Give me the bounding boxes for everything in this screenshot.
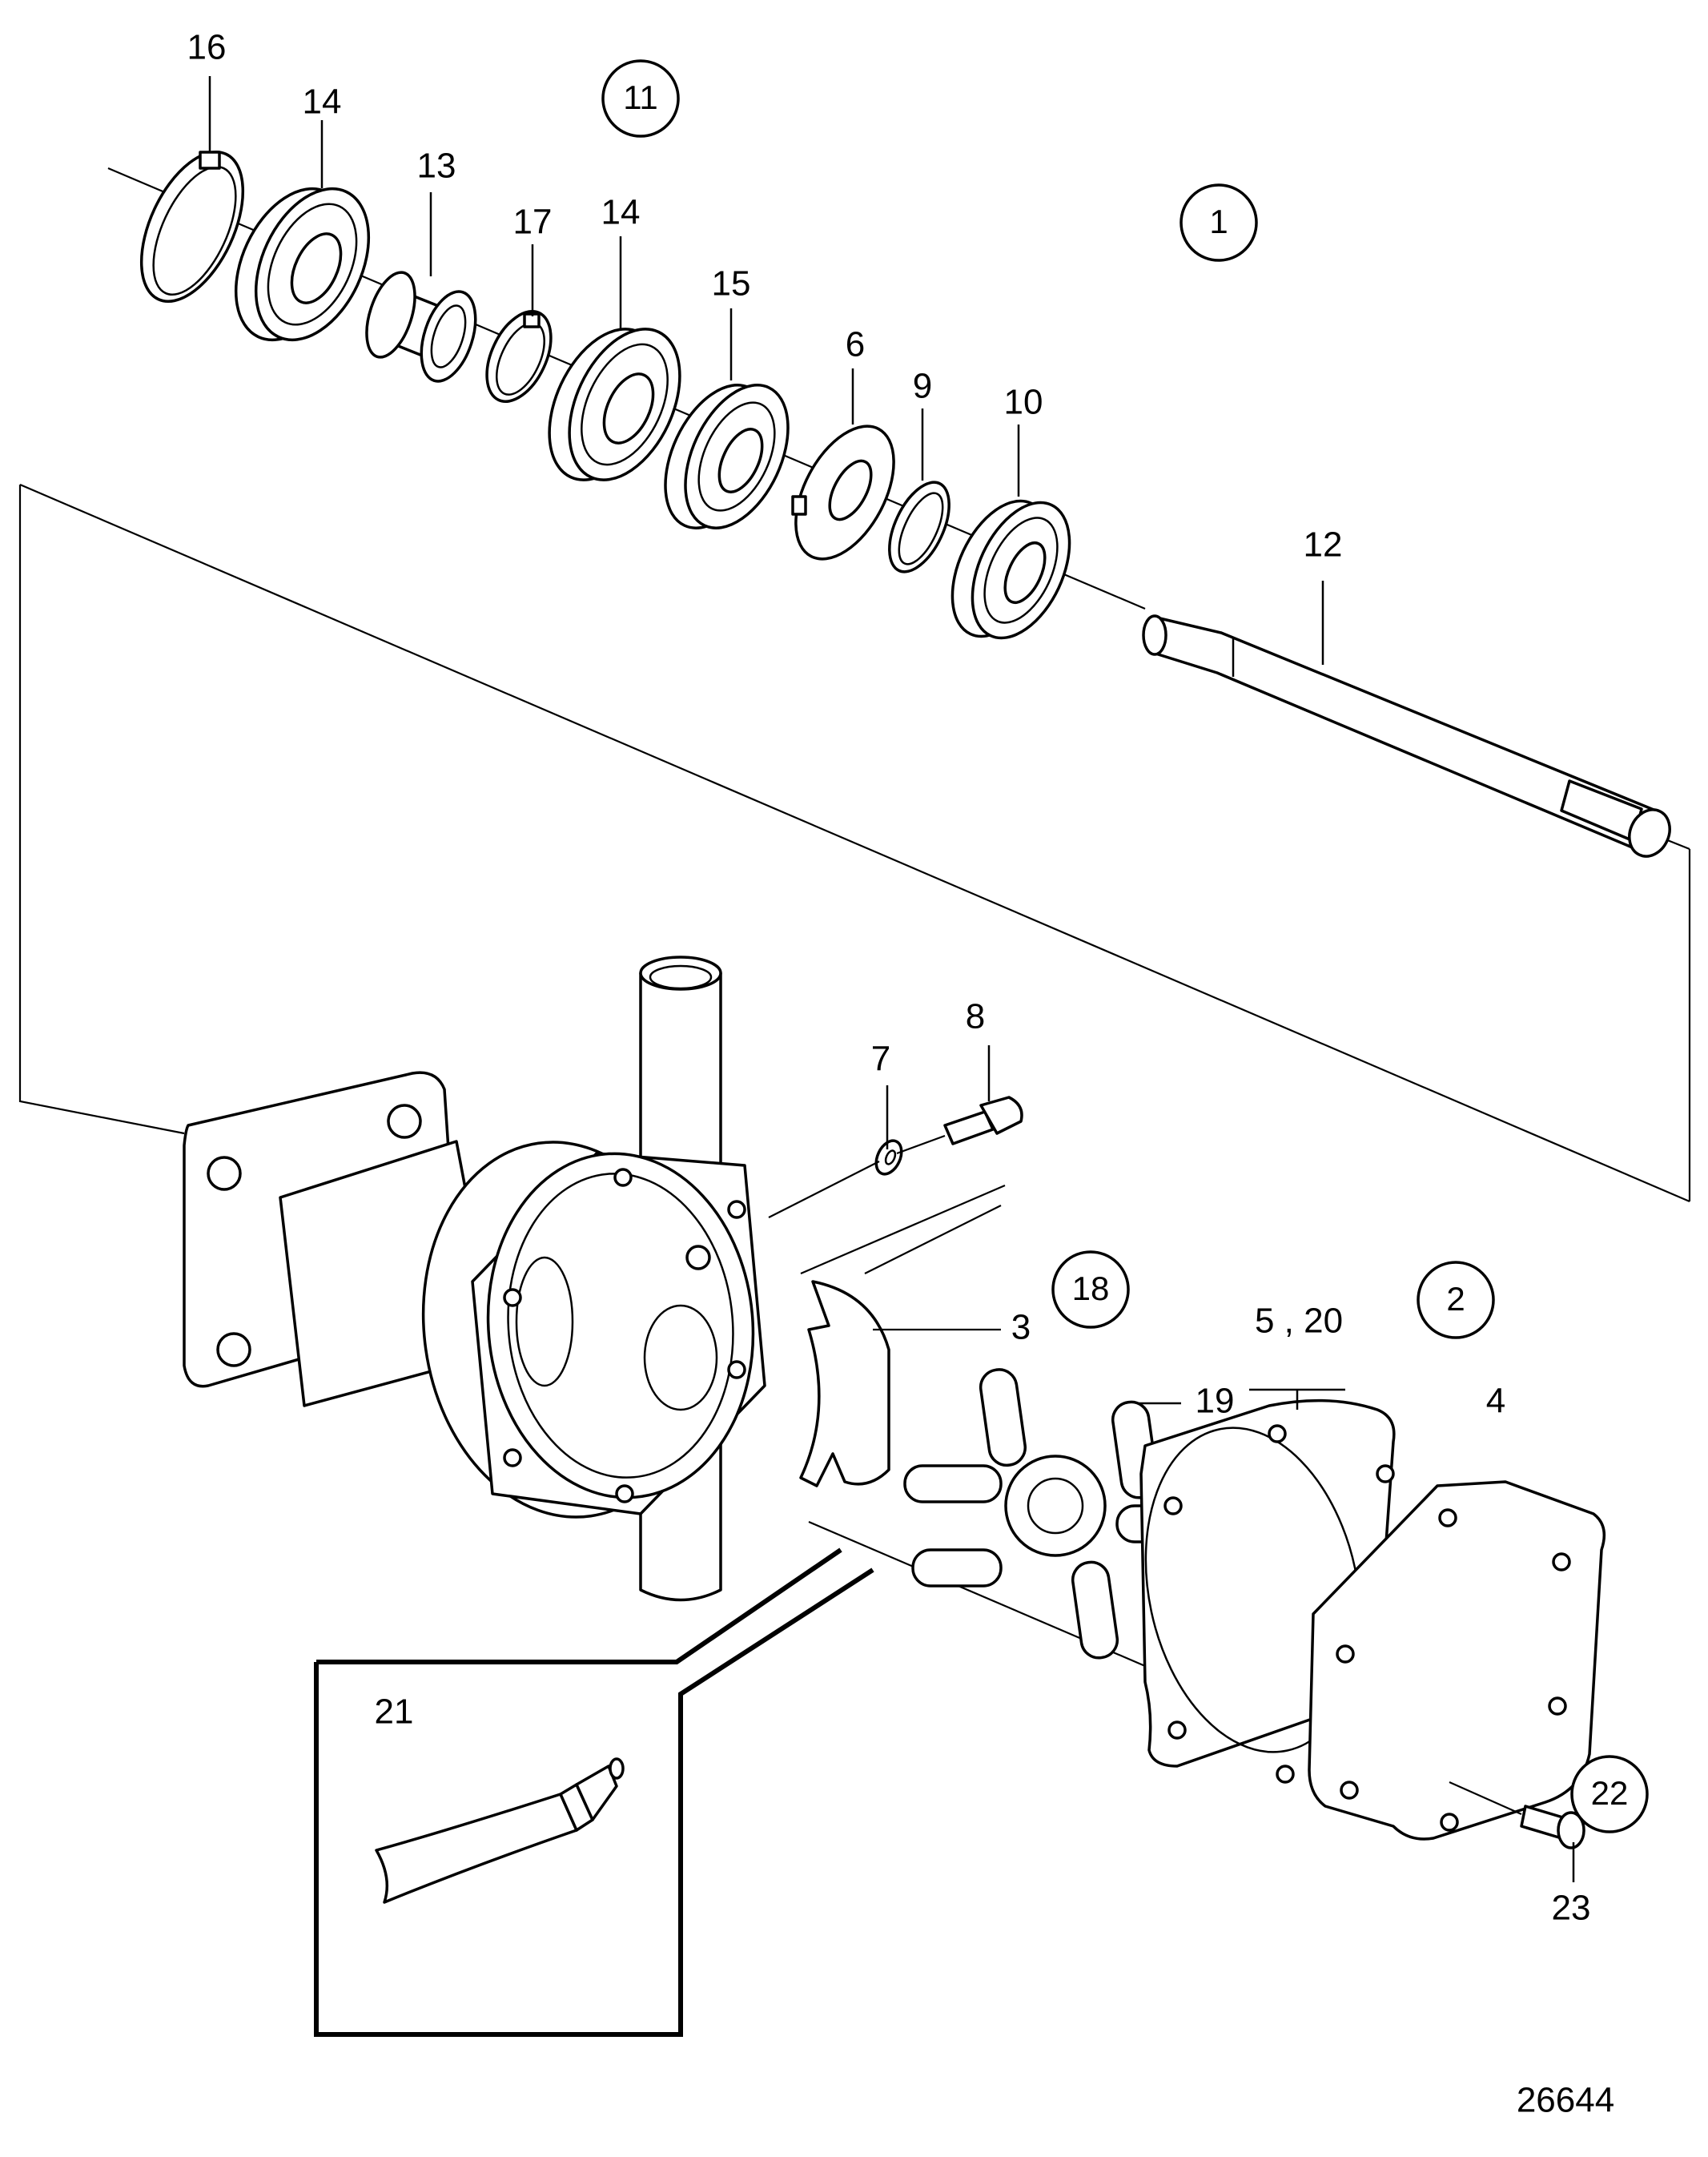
svg-text:11: 11	[623, 78, 658, 116]
pos-15: 15	[712, 264, 751, 304]
kit-callout-18: 18	[1051, 1250, 1130, 1329]
kit-callout-11: 11	[601, 59, 680, 138]
pos-9: 9	[913, 367, 932, 406]
pos-8: 8	[966, 997, 985, 1036]
washer-7	[768, 1139, 903, 1218]
drawing-id: 26644	[1517, 2081, 1614, 2120]
pos-13: 13	[417, 147, 456, 186]
svg-text:18: 18	[1072, 1270, 1110, 1307]
pos-3: 3	[1011, 1308, 1031, 1347]
pos-6: 6	[846, 325, 865, 364]
pos-10: 10	[1004, 383, 1043, 422]
sealant-tube-icon	[375, 1757, 625, 1904]
assembly-frame-lines	[18, 483, 1691, 1668]
leader-lines	[208, 76, 1575, 1882]
pos-16: 16	[187, 28, 227, 67]
screw-23	[1449, 1781, 1585, 1849]
pump-shaft-12	[1142, 614, 1671, 858]
pos-14-second: 14	[601, 193, 641, 232]
pos-7: 7	[871, 1040, 890, 1079]
pump-housing	[183, 956, 766, 1602]
pos-21: 21	[375, 1692, 414, 1732]
position-numbers: 16 14 13 17 14 15 6 9 10 12 8 7 3 19 5 ,…	[187, 28, 1591, 1928]
circlip-16	[139, 150, 245, 304]
pos-12: 12	[1304, 525, 1343, 565]
svg-text:1: 1	[1209, 203, 1228, 240]
kit-callout-2: 2	[1417, 1261, 1495, 1339]
spacer-sleeve-13	[365, 271, 477, 383]
sealed-bearing-15	[664, 384, 790, 529]
pos-5-20: 5 , 20	[1255, 1302, 1343, 1341]
cover-4	[1308, 1480, 1606, 1841]
circlip-17	[485, 310, 553, 403]
pos-14-first: 14	[303, 82, 342, 122]
kit-callout-1: 1	[1180, 183, 1258, 262]
kit-callouts: 11 1 18 2 22	[601, 59, 1649, 1833]
svg-text:2: 2	[1446, 1280, 1465, 1318]
ball-bearing-14-second	[548, 328, 681, 481]
inset-sealant	[314, 1547, 874, 2037]
o-ring-9	[888, 481, 950, 573]
pos-17: 17	[513, 203, 553, 242]
sealed-bearing-10	[950, 499, 1071, 640]
ball-bearing-14-first	[234, 187, 371, 342]
kit-callout-22: 22	[1570, 1755, 1649, 1833]
cam-3	[799, 1280, 1001, 1487]
impeller-19	[903, 1368, 1207, 1660]
screw-8	[896, 1096, 1023, 1155]
lock-washer-6	[791, 425, 895, 561]
pos-19: 19	[1196, 1382, 1235, 1421]
pos-23: 23	[1552, 1889, 1591, 1928]
pos-4: 4	[1486, 1382, 1505, 1421]
svg-text:22: 22	[1591, 1774, 1629, 1812]
